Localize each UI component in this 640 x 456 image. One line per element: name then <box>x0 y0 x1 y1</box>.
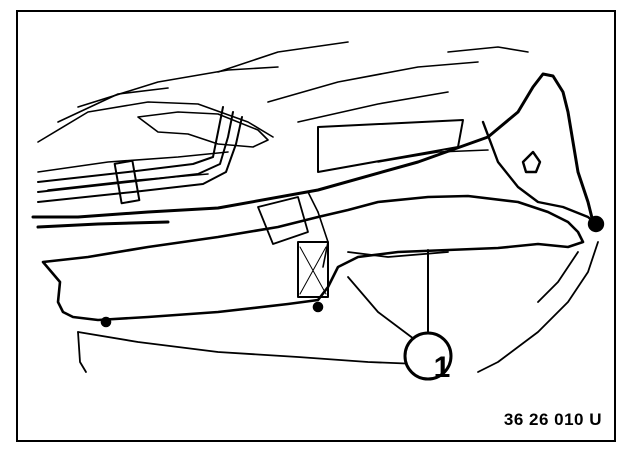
diagram-frame: 1 36 26 010 U <box>16 10 616 442</box>
callout-1-leader <box>403 249 453 381</box>
floor-pan-sketch <box>37 41 529 191</box>
sill-edge <box>31 72 595 229</box>
figure-code: 36 26 010 U <box>503 410 602 429</box>
underbody-line-drawing <box>31 41 605 381</box>
brake-lines <box>37 106 243 205</box>
callout-1-label: 1 <box>433 351 451 384</box>
wiring-harness <box>481 120 605 233</box>
underbody-panel <box>41 119 585 328</box>
lower-body-lines <box>77 241 599 373</box>
